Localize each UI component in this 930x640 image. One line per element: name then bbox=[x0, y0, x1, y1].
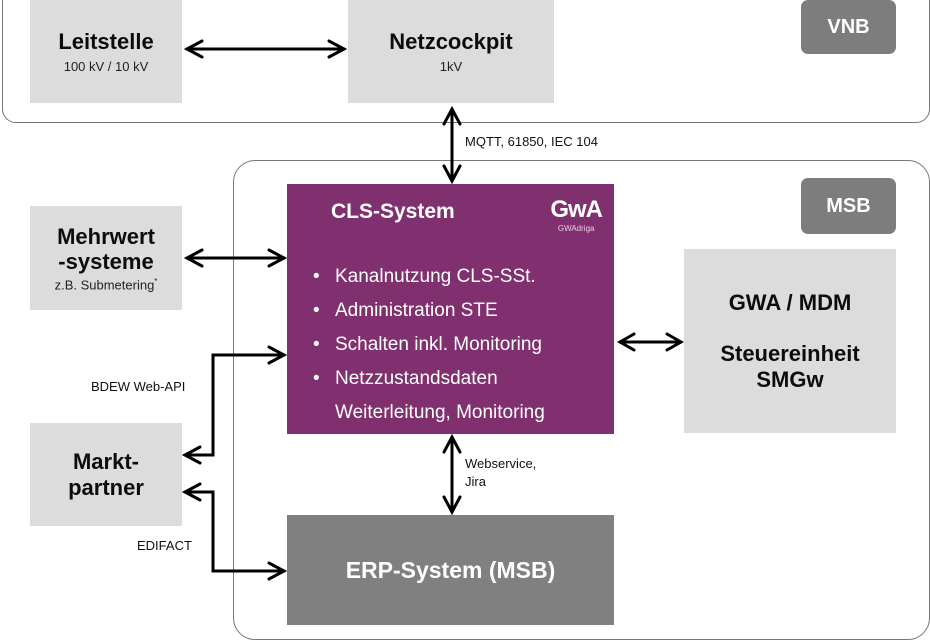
bullet-icon: • bbox=[313, 266, 320, 287]
netzcockpit-subtitle: 1kV bbox=[439, 58, 463, 74]
cls-feature-list: •Kanalnutzung CLS-SSt. •Administration S… bbox=[313, 260, 545, 430]
msb-badge: MSB bbox=[801, 178, 896, 234]
label-webservice-jira: Webservice, Jira bbox=[465, 456, 537, 490]
bullet-icon: • bbox=[313, 300, 320, 321]
arrow-mehrwert-cls bbox=[183, 248, 288, 268]
marktpartner-title-2: partner bbox=[68, 474, 144, 500]
arrow-marktpartner-erp bbox=[181, 482, 288, 581]
bullet-icon: • bbox=[313, 368, 320, 389]
mehrwert-subtitle: z.B. Submetering* bbox=[54, 276, 158, 292]
gwadriga-logo-name: GWAdriga bbox=[557, 224, 595, 233]
cls-system-title: CLS-System bbox=[331, 200, 455, 223]
mehrwertsysteme-box[interactable]: Mehrwert -systeme z.B. Submetering* bbox=[30, 206, 182, 310]
label-edifact: EDIFACT bbox=[137, 538, 192, 553]
erp-system-box[interactable]: ERP-System (MSB) bbox=[287, 515, 614, 625]
leitstelle-box[interactable]: Leitstelle 100 kV / 10 kV bbox=[30, 0, 182, 103]
gwadriga-logo: GwA GWAdriga bbox=[550, 196, 603, 234]
marktpartner-box[interactable]: Markt- partner bbox=[30, 423, 182, 526]
netzcockpit-box[interactable]: Netzcockpit 1kV bbox=[348, 0, 554, 103]
bullet-icon: • bbox=[313, 334, 320, 355]
arrow-leitstelle-netzcockpit bbox=[183, 39, 348, 59]
gwadriga-logo-mark: GwA bbox=[550, 196, 603, 223]
mehrwert-title-1: Mehrwert bbox=[57, 224, 155, 250]
cls-feature-item: •Administration STE bbox=[313, 294, 545, 328]
label-netzcockpit-cls: MQTT, 61850, IEC 104 bbox=[465, 134, 598, 149]
footnote-marker: * bbox=[154, 276, 158, 286]
arrow-netzcockpit-cls bbox=[442, 105, 462, 185]
vnb-badge: VNB bbox=[801, 0, 896, 54]
mehrwert-title-2: -systeme bbox=[58, 249, 154, 275]
smgw-title: SMGw bbox=[756, 366, 824, 392]
arrow-cls-gwa bbox=[616, 332, 685, 352]
marktpartner-title-1: Markt- bbox=[72, 449, 139, 475]
label-bdew-web-api: BDEW Web-API bbox=[91, 379, 186, 394]
gwa-mdm-box[interactable]: GWA / MDM Steuereinheit SMGw bbox=[684, 249, 896, 433]
steuereinheit-title: Steuereinheit bbox=[720, 341, 860, 367]
cls-feature-item: •Kanalnutzung CLS-SSt. bbox=[313, 260, 545, 294]
cls-feature-item: •Schalten inkl. Monitoring bbox=[313, 328, 545, 362]
cls-feature-item: •Netzzustandsdaten bbox=[313, 362, 545, 396]
connection-arrows bbox=[181, 39, 685, 581]
arrow-marktpartner-cls bbox=[181, 345, 288, 465]
cls-feature-item-continuation: Weiterleitung, Monitoring bbox=[335, 402, 545, 423]
arrow-cls-erp bbox=[442, 433, 462, 516]
leitstelle-subtitle: 100 kV / 10 kV bbox=[63, 58, 149, 74]
netzcockpit-title: Netzcockpit bbox=[389, 29, 513, 55]
gwa-mdm-title: GWA / MDM bbox=[728, 290, 852, 316]
leitstelle-title: Leitstelle bbox=[58, 29, 154, 55]
cls-system-box[interactable]: CLS-System GwA GWAdriga •Kanalnutzung CL… bbox=[287, 184, 614, 434]
